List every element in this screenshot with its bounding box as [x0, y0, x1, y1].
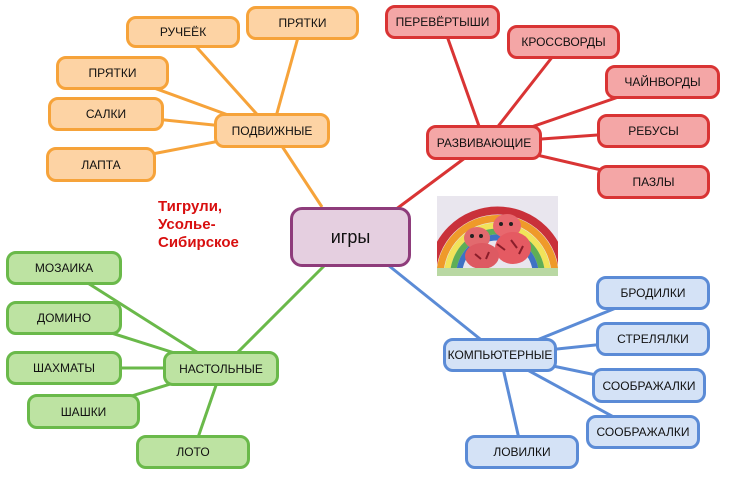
leaf-label-shakhmaty: ШАХМАТЫ: [32, 361, 96, 375]
leaf-label-soobrazhalki-2: СООБРАЖАЛКИ: [596, 425, 690, 439]
leaf-node-rucheek: РУЧЕЁК: [126, 16, 240, 48]
leaf-label-lovilki: ЛОВИЛКИ: [493, 445, 551, 459]
branch-node-kompyuternye: КОМПЬЮТЕРНЫЕ: [443, 338, 557, 372]
leaf-label-salki: САЛКИ: [85, 107, 127, 121]
leaf-node-rebusy: РЕБУСЫ: [597, 114, 710, 148]
credit-text: Тигрули, Усолье- Сибирское: [158, 198, 239, 251]
center-node: игры: [290, 207, 411, 267]
branch-label-razvivayushchie: РАЗВИВАЮЩИЕ: [436, 135, 532, 150]
leaf-label-shashki: ШАШКИ: [60, 404, 107, 419]
connector-razv-perevertyshi: [440, 21, 487, 144]
leaf-node-soobrazhalki-1: СООБРАЖАЛКИ: [592, 368, 706, 403]
leaf-label-pryatki-top: ПРЯТКИ: [278, 16, 327, 30]
leaf-node-loto: ЛОТО: [136, 435, 250, 469]
leaf-node-perevertyshi: ПЕРЕВЁРТЫШИ: [385, 5, 500, 39]
leaf-node-brodilki: БРОДИЛКИ: [596, 276, 710, 310]
leaf-label-chainvordy: ЧАЙНВОРДЫ: [624, 75, 701, 89]
leaf-label-loto: ЛОТО: [176, 445, 210, 459]
leaf-node-chainvordy: ЧАЙНВОРДЫ: [605, 65, 720, 99]
leaf-node-shashki: ШАШКИ: [27, 394, 140, 429]
leaf-label-rucheek: РУЧЕЁК: [159, 25, 207, 39]
leaf-label-krossvordy: КРОССВОРДЫ: [521, 35, 606, 49]
leaf-label-pryatki: ПРЯТКИ: [88, 66, 137, 80]
leaf-label-lapta: ЛАПТА: [81, 157, 121, 172]
leaf-node-domino: ДОМИНО: [6, 301, 122, 335]
leaf-node-soobrazhalki-2: СООБРАЖАЛКИ: [586, 415, 700, 449]
leaf-node-pryatki-top: ПРЯТКИ: [246, 6, 359, 40]
leaf-label-rebusy: РЕБУСЫ: [628, 124, 679, 138]
branch-node-podvizhnye: ПОДВИЖНЫЕ: [214, 113, 330, 148]
leaf-node-mozaika: МОЗАИКА: [6, 251, 122, 285]
leaf-node-shakhmaty: ШАХМАТЫ: [6, 351, 122, 385]
branch-label-nastolnye: НАСТОЛЬНЫЕ: [179, 361, 263, 376]
leaf-node-pryatki: ПРЯТКИ: [56, 56, 169, 90]
leaf-node-strelyalki: СТРЕЛЯЛКИ: [596, 322, 710, 356]
branch-label-podvizhnye: ПОДВИЖНЫЕ: [231, 123, 313, 138]
leaf-node-krossvordy: КРОССВОРДЫ: [507, 25, 620, 59]
leaf-label-brodilki: БРОДИЛКИ: [620, 286, 686, 300]
leaf-label-soobrazhalki-1: СООБРАЖАЛКИ: [602, 378, 696, 393]
branch-node-razvivayushchie: РАЗВИВАЮЩИЕ: [426, 125, 542, 160]
leaf-node-lovilki: ЛОВИЛКИ: [465, 435, 579, 469]
leaf-label-strelyalki: СТРЕЛЯЛКИ: [617, 332, 689, 346]
leaf-label-perevertyshi: ПЕРЕВЁРТЫШИ: [395, 15, 490, 29]
leaf-node-pazly: ПАЗЛЫ: [597, 165, 710, 199]
branch-node-nastolnye: НАСТОЛЬНЫЕ: [163, 351, 279, 386]
tiger-cubs-rainbow-illustration: [437, 196, 558, 276]
center-label: игры: [330, 226, 371, 247]
branch-label-kompyuternye: КОМПЬЮТЕРНЫЕ: [447, 348, 553, 362]
leaf-node-lapta: ЛАПТА: [46, 147, 156, 182]
leaf-label-domino: ДОМИНО: [36, 311, 92, 325]
leaf-label-pazly: ПАЗЛЫ: [632, 175, 675, 189]
leaf-node-salki: САЛКИ: [48, 97, 164, 131]
connector-center-nastolnye: [220, 263, 327, 370]
leaf-label-mozaika: МОЗАИКА: [34, 261, 94, 275]
